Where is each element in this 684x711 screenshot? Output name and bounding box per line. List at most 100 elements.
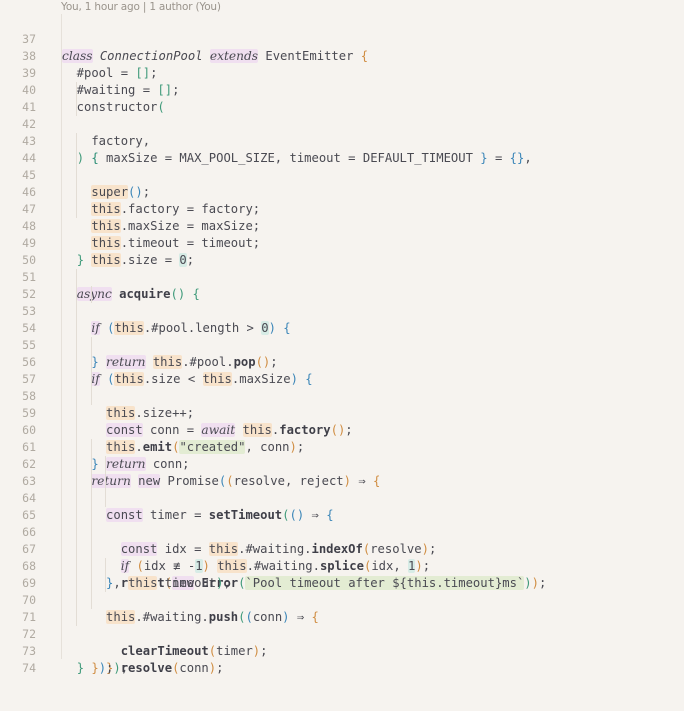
code-line[interactable]: 57 const conn = await this.factory(); [0, 354, 353, 437]
indent-guide [76, 388, 77, 405]
line-number: 57 [22, 372, 36, 386]
code-editor[interactable]: You, 1 hour ago | 1 author (You) 37 clas… [0, 0, 684, 675]
line-number: 73 [22, 644, 36, 658]
line-code: const idx = this.#waiting.indexOf(resolv… [120, 542, 437, 556]
line-number: 65 [22, 508, 36, 522]
line-code: ) { [76, 151, 99, 165]
git-blame-annotation[interactable]: You, 1 hour ago | 1 author (You) [61, 1, 221, 13]
line-number: 51 [22, 270, 36, 284]
line-code: class ConnectionPool extends EventEmitte… [62, 49, 369, 63]
line-number: 48 [22, 219, 36, 233]
code-line[interactable]: 70 resolve(conn); [0, 575, 223, 675]
indent-guide [76, 99, 77, 116]
indent-guide [76, 286, 77, 303]
line-number: 68 [22, 559, 36, 573]
indent-guide [91, 439, 92, 456]
indent-guide [91, 541, 92, 558]
indent-guide [76, 150, 77, 167]
code-line[interactable]: 73 } [0, 626, 84, 675]
line-code: this.factory = factory; [91, 202, 261, 216]
code-line[interactable]: 54 } [0, 303, 99, 369]
line-number: 60 [22, 423, 36, 437]
line-number: 49 [22, 236, 36, 250]
line-code: } [91, 457, 99, 471]
indent-guide [76, 490, 77, 507]
code-line[interactable]: 55 if (this.size < this.maxSize) { [0, 320, 313, 386]
code-line[interactable]: 64 if (idx ≢ -1) this.#waiting.splice(id… [0, 473, 430, 573]
code-line[interactable]: 45 this.factory = factory; [0, 150, 260, 216]
line-code: const conn = await this.factory(); [106, 423, 353, 437]
code-line[interactable]: 67 [0, 524, 92, 556]
line-code: if (this.#pool.length > 0) { [91, 321, 291, 335]
indent-guide [91, 524, 92, 541]
code-lines[interactable]: 37 class ConnectionPool extends EventEmi… [0, 14, 546, 675]
line-code: constructor( [62, 100, 165, 114]
line-number: 41 [22, 100, 36, 114]
indent-guide [76, 82, 77, 99]
line-number: 47 [22, 202, 36, 216]
code-line[interactable]: 46 this.maxSize = maxSize; [0, 167, 260, 233]
code-line[interactable]: 50 [0, 235, 44, 267]
line-number: 67 [22, 542, 36, 556]
indent-guide [105, 473, 106, 490]
code-line[interactable]: 65 reject(new Error(`Pool timeout after … [0, 490, 546, 590]
indent-guide [76, 371, 77, 388]
code-line[interactable]: 69 clearTimeout(timer); [0, 558, 267, 658]
code-line[interactable]: 38 #pool = []; [0, 31, 157, 80]
code-line[interactable]: 58 this.emit("created", conn); [0, 371, 304, 454]
code-line[interactable]: 63 const idx = this.#waiting.indexOf(res… [0, 456, 436, 556]
indent-guide [91, 371, 92, 388]
indent-guide [76, 184, 77, 201]
code-line[interactable]: 42 { maxSize = MAX_POOL_SIZE, timeout = … [0, 99, 532, 165]
line-code: } [76, 253, 85, 267]
code-line[interactable]: 40 constructor( [0, 65, 165, 114]
code-line[interactable]: 60 } [0, 405, 99, 471]
code-line[interactable]: 66 }, this.timeout); [0, 507, 231, 590]
code-line[interactable]: 52 if (this.#pool.length > 0) { [0, 269, 291, 335]
code-line[interactable]: 72 }); [0, 609, 113, 675]
code-line[interactable]: 71 }); [0, 592, 128, 675]
line-code: if (this.size < this.maxSize) { [91, 372, 313, 386]
code-line[interactable]: 62 const timer = setTimeout(() ⇒ { [0, 439, 334, 522]
indent-guide [76, 507, 77, 524]
code-line[interactable]: 61 return new Promise((resolve, reject) … [0, 422, 380, 488]
code-line[interactable]: 44 super(); [0, 133, 150, 199]
code-line[interactable]: 51 async acquire() { [0, 252, 200, 301]
code-line[interactable]: 43 ) { [0, 116, 99, 165]
line-code: this.timeout = timeout; [91, 236, 261, 250]
line-number: 45 [22, 168, 36, 182]
indent-guide [76, 133, 77, 150]
indent-guide [91, 456, 92, 473]
indent-guide [76, 354, 77, 371]
line-number: 38 [22, 49, 36, 63]
code-line[interactable]: 41 factory, [0, 82, 150, 148]
code-line[interactable]: 74 [0, 643, 44, 675]
code-line[interactable]: 59 return conn; [0, 388, 190, 471]
indent-guide [76, 456, 77, 473]
line-number: 50 [22, 253, 36, 267]
indent-guide [105, 575, 106, 592]
indent-guide [91, 592, 92, 609]
indent-guide [91, 575, 92, 592]
indent-guide [76, 303, 77, 320]
indent-guide [76, 592, 77, 609]
code-line[interactable]: 68 this.#waiting.push((conn) ⇒ { [0, 541, 319, 624]
code-line[interactable]: 48 this.size = 0; [0, 201, 194, 267]
code-line[interactable]: 47 this.timeout = timeout; [0, 184, 260, 250]
code-line[interactable]: 56 this.size++; [0, 337, 194, 420]
indent-guide [76, 541, 77, 558]
code-line[interactable]: 39 #waiting = []; [0, 48, 179, 97]
code-line[interactable]: 37 class ConnectionPool extends EventEmi… [0, 14, 368, 63]
line-number: 74 [22, 661, 36, 675]
indent-guide [105, 490, 106, 507]
line-number: 42 [22, 117, 36, 131]
line-number: 43 [22, 134, 36, 148]
line-number: 61 [22, 440, 36, 454]
line-number: 62 [22, 457, 36, 471]
indent-guide [76, 422, 77, 439]
code-line[interactable]: 53 return this.#pool.pop(); [0, 286, 278, 369]
code-line[interactable]: 49 } [0, 218, 84, 267]
line-number: 63 [22, 474, 36, 488]
line-number: 55 [22, 338, 36, 352]
indent-guide [91, 490, 92, 507]
